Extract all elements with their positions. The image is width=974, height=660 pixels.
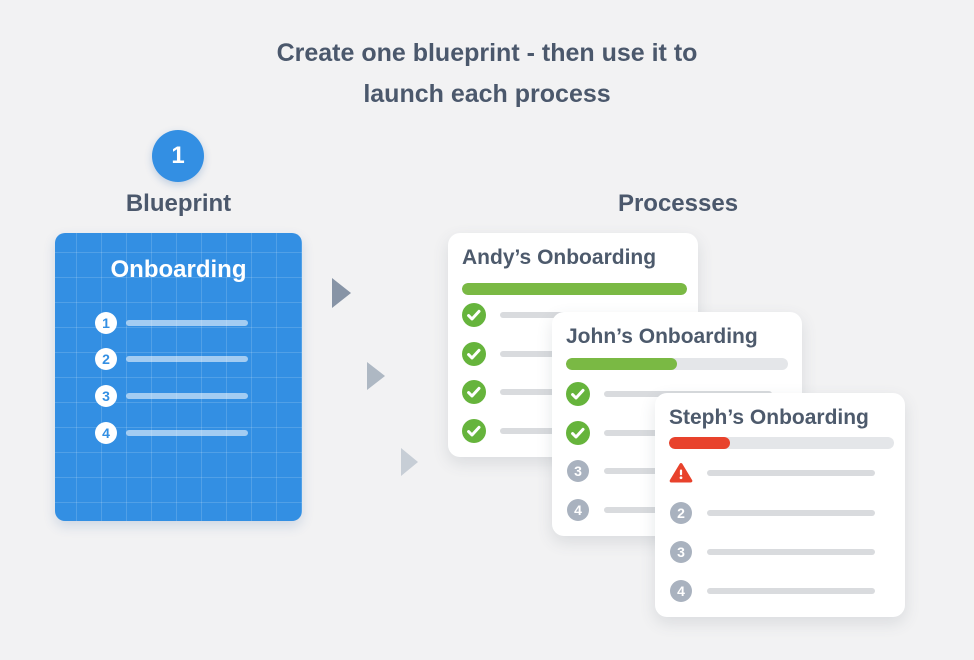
item-placeholder-line: [126, 393, 248, 399]
process-card-title: John’s Onboarding: [566, 325, 758, 348]
process-card-title: Andy’s Onboarding: [462, 246, 657, 269]
item-placeholder-line: [707, 588, 875, 594]
blueprint-item-3: 3: [95, 385, 248, 407]
item-placeholder-line: [707, 510, 875, 516]
check-icon: [462, 419, 486, 443]
check-icon: [462, 303, 486, 327]
item-placeholder-line: [707, 470, 875, 476]
arrow-right-icon: [367, 362, 385, 390]
progress-bar: [669, 437, 894, 449]
blueprint-item-2: 2: [95, 348, 248, 370]
checklist-item: 4: [669, 579, 875, 603]
blueprint-card-title: Onboarding: [110, 256, 247, 283]
step-number-circle: 3: [95, 385, 117, 407]
step-number-circle: 3: [567, 460, 589, 482]
step-number-circle: 4: [95, 422, 117, 444]
item-placeholder-line: [126, 320, 248, 326]
checklist-item: 3: [669, 540, 875, 564]
process-card-steph: Steph’s Onboarding 2 3 4: [655, 393, 905, 617]
headline-line-1: Create one blueprint - then use it to: [276, 39, 698, 67]
arrow-right-icon: [332, 278, 351, 308]
progress-bar: [566, 358, 788, 370]
item-placeholder-line: [126, 430, 248, 436]
progress-bar: [462, 283, 687, 295]
processes-column-label: Processes: [617, 190, 739, 217]
step-number-circle: 3: [670, 541, 692, 563]
item-placeholder-line: [707, 549, 875, 555]
progress-fill: [566, 358, 677, 370]
headline-line-2: launch each process: [363, 80, 611, 108]
warning-icon: [669, 461, 693, 485]
step-1-badge: 1: [152, 130, 204, 182]
check-icon: [566, 421, 590, 445]
item-placeholder-line: [126, 356, 248, 362]
blueprint-column-label: Blueprint: [125, 190, 232, 217]
check-icon: [462, 380, 486, 404]
check-icon: [462, 342, 486, 366]
step-number-circle: 1: [95, 312, 117, 334]
process-card-title: Steph’s Onboarding: [669, 406, 869, 429]
step-number-circle: 4: [670, 580, 692, 602]
checklist-item: [669, 461, 875, 485]
step-number-circle: 2: [95, 348, 117, 370]
blueprint-item-4: 4: [95, 422, 248, 444]
diagram-headline: Create one blueprint - then use it to la…: [0, 33, 974, 115]
checklist-item: 2: [669, 501, 875, 525]
blueprint-card: Onboarding 1 2 3 4: [55, 233, 302, 521]
blueprint-item-1: 1: [95, 312, 248, 334]
step-number-circle: 2: [670, 502, 692, 524]
progress-fill: [462, 283, 687, 295]
step-number-circle: 4: [567, 499, 589, 521]
arrow-right-icon: [401, 448, 418, 476]
check-icon: [566, 382, 590, 406]
progress-fill: [669, 437, 730, 449]
